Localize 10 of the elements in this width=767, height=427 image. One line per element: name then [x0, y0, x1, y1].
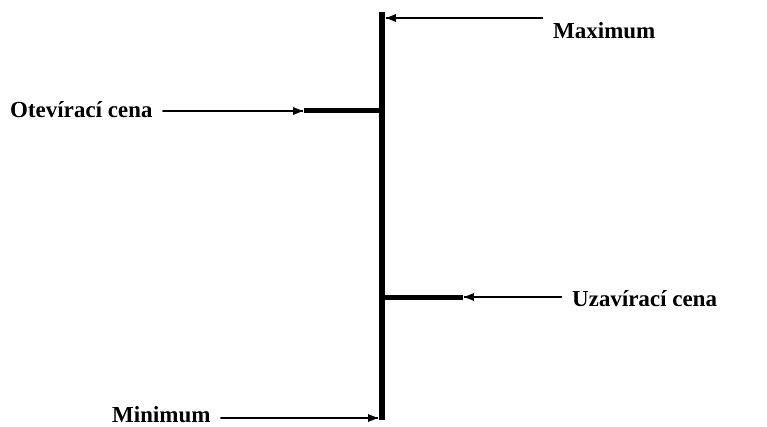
leader-arrow: [464, 293, 562, 301]
price-label: Uzavírací cena: [572, 286, 717, 312]
leader-arrow: [386, 14, 543, 22]
leader-arrow: [220, 414, 378, 422]
price-label: Otevírací cena: [10, 97, 152, 123]
price-tick: [304, 108, 379, 113]
price-label: Maximum: [553, 18, 656, 44]
price-label: Minimum: [112, 402, 210, 427]
price-tick: [385, 295, 463, 300]
leader-arrow: [162, 107, 303, 115]
